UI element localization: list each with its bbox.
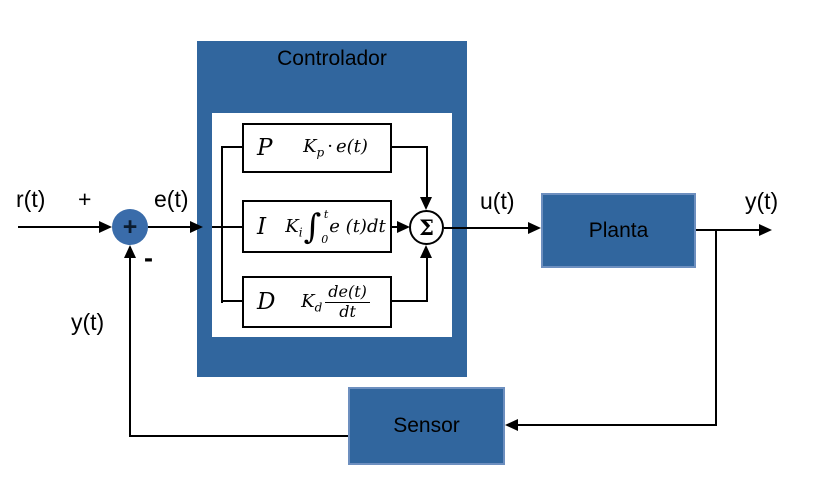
sigma-junction: Σ: [409, 210, 444, 245]
derivative-fraction: de(t)dt: [325, 282, 370, 321]
output-line: [696, 229, 760, 231]
plant-block: Planta: [541, 193, 696, 268]
control-line: [444, 227, 529, 229]
sensor-block: Sensor: [348, 387, 505, 465]
d-input-stub: [221, 300, 242, 302]
integral-construct: ∫t 0: [304, 209, 329, 245]
p-output-down-line: [426, 146, 428, 198]
feedback-to-sensor-line: [517, 424, 717, 426]
d-gain: K: [301, 291, 315, 312]
error-label: e(t): [154, 186, 189, 212]
i-output-line: [392, 226, 400, 228]
i-to-sigma-arrowhead-icon: [397, 221, 410, 233]
sum-junction: +: [112, 209, 148, 245]
reference-label: r(t): [16, 186, 46, 212]
branch-vertical-line: [221, 147, 223, 303]
d-output-line: [392, 300, 428, 302]
controller-title: Controlador: [277, 47, 387, 70]
integral-sign: ∫: [303, 206, 322, 247]
feedback-label: y(t): [71, 309, 105, 335]
p-gain-sub: p: [316, 145, 325, 160]
feedback-up-line: [129, 256, 131, 437]
output-label: y(t): [745, 188, 779, 214]
d-numerator: de(t): [325, 282, 370, 303]
error-line: [148, 226, 191, 228]
d-to-sigma-arrowhead-icon: [420, 245, 432, 258]
p-input-stub: [221, 146, 242, 148]
i-expr: e (t)dt: [329, 215, 386, 237]
output-arrowhead-icon: [759, 224, 772, 236]
p-label: P: [257, 135, 273, 161]
i-gain-sub: i: [298, 225, 303, 240]
plus-sign-label: +: [78, 186, 92, 212]
p-expr: e(t): [335, 136, 368, 158]
p-to-sigma-arrowhead-icon: [420, 197, 432, 210]
d-gain-sub: d: [314, 300, 323, 315]
i-label: I: [257, 213, 267, 240]
error-inner-line: [212, 226, 242, 228]
feedback-arrowhead-icon: [124, 245, 136, 258]
p-formula: Kp·e(t): [285, 136, 386, 160]
d-label: D: [257, 289, 276, 315]
i-gain: K: [285, 215, 299, 237]
d-output-up-line: [426, 256, 428, 302]
p-block: P Kp·e(t): [242, 123, 392, 173]
integral-lower-limit: 0: [321, 232, 329, 246]
control-arrowhead-icon: [528, 222, 541, 234]
p-operator: ·: [327, 136, 333, 158]
p-output-line: [392, 146, 428, 148]
sensor-input-arrowhead-icon: [505, 419, 518, 431]
minus-sign-label: -: [144, 243, 153, 273]
reference-line: [18, 226, 100, 228]
control-label: u(t): [480, 188, 515, 214]
sum-junction-symbol: +: [122, 212, 138, 241]
error-arrowhead-icon: [190, 221, 203, 233]
plant-title: Planta: [588, 218, 649, 242]
integral-upper-limit: t: [323, 207, 329, 221]
d-denominator: dt: [339, 301, 356, 321]
sensor-output-line: [129, 435, 348, 437]
reference-arrowhead-icon: [99, 221, 112, 233]
sigma-junction-symbol: Σ: [419, 215, 434, 240]
feedback-down-line: [715, 229, 717, 426]
sensor-title: Sensor: [393, 414, 460, 437]
p-gain: K: [303, 136, 317, 158]
